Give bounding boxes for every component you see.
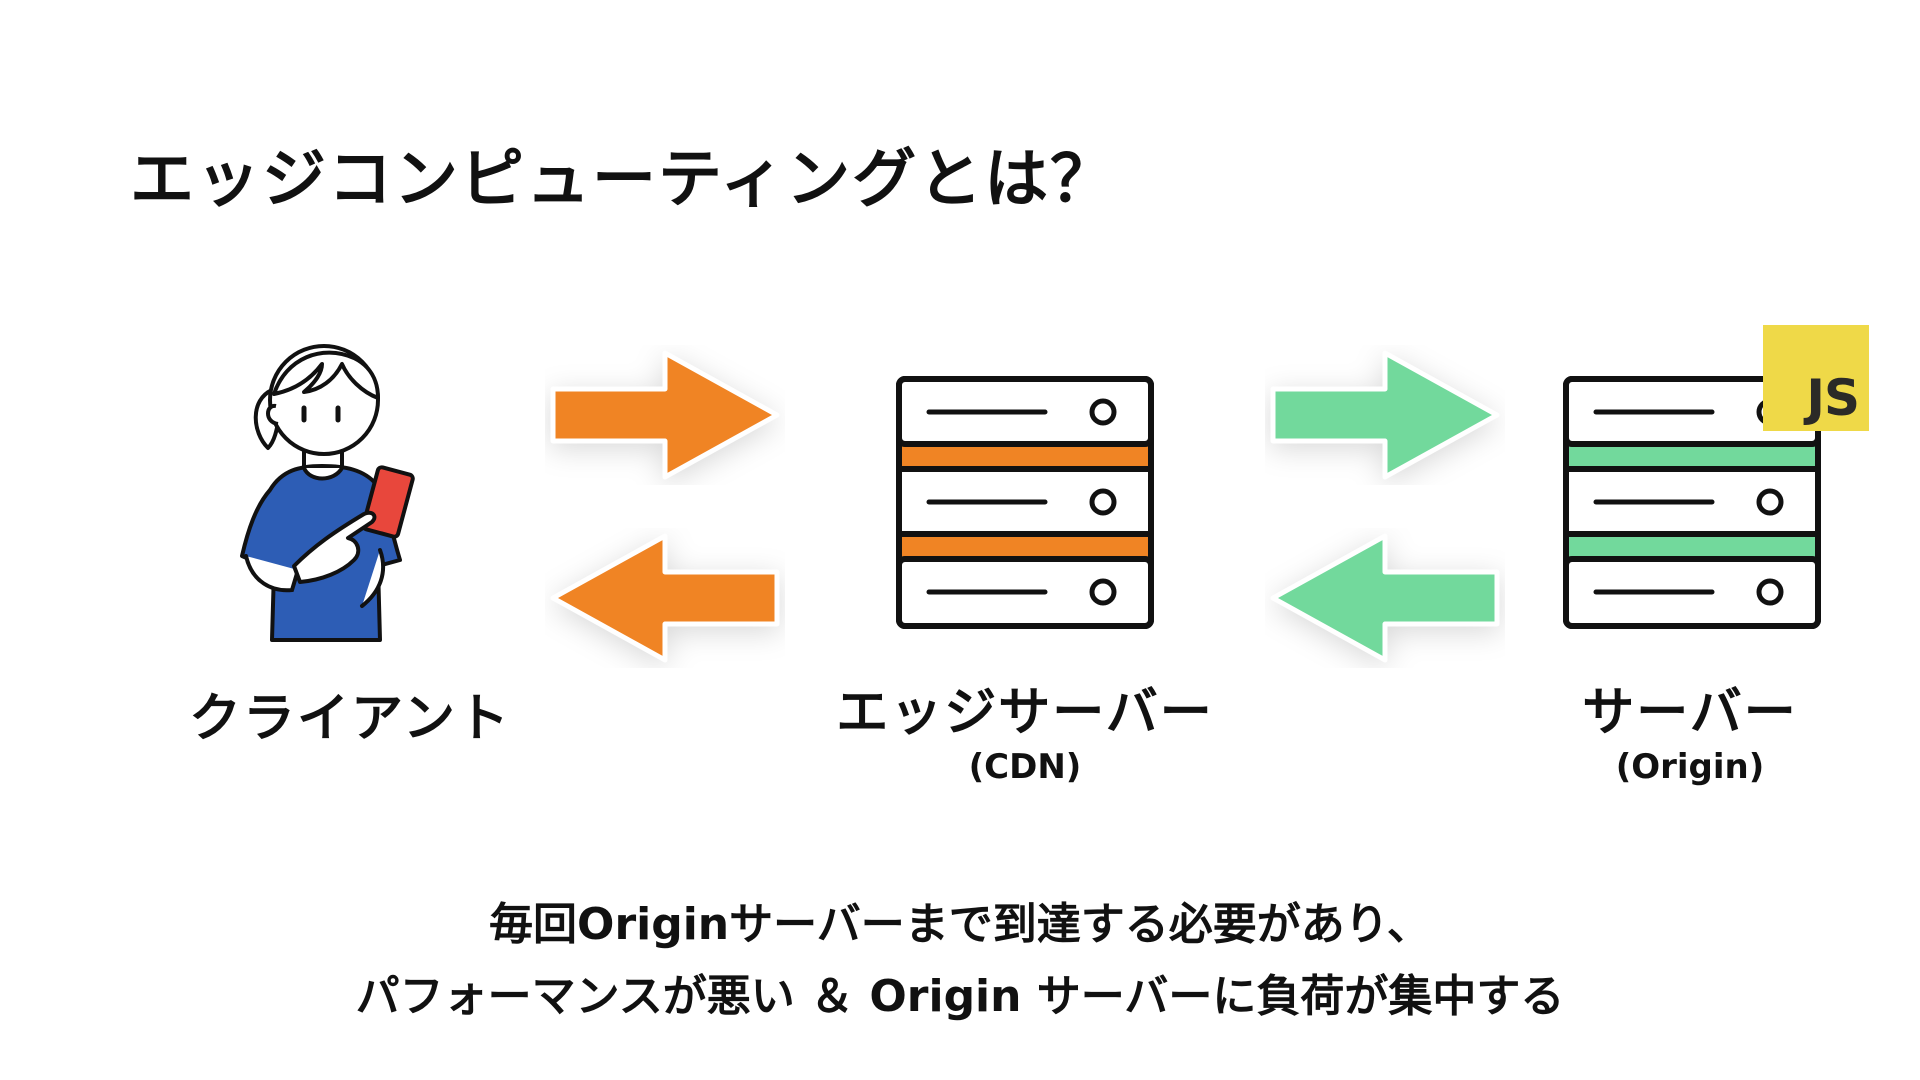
arrow-left-icon [1270, 533, 1500, 663]
arrow-right-icon [1270, 350, 1500, 480]
client-label: クライアント [189, 689, 511, 749]
edge-server-icon [896, 376, 1154, 629]
arrow-left-icon [550, 533, 780, 663]
caption-line-1: 毎回Originサーバーまで到達する必要があり、 [489, 899, 1431, 950]
client-person-icon [240, 344, 415, 642]
origin-server-icon [1563, 376, 1821, 629]
edge-sublabel: (CDN) [968, 747, 1082, 787]
origin-sublabel: (Origin) [1615, 747, 1765, 787]
arrow-right-icon [550, 350, 780, 480]
js-badge-text: JS [1806, 369, 1860, 427]
edge-label: エッジサーバー [836, 683, 1214, 743]
origin-label: サーバー [1582, 683, 1798, 743]
caption-line-2: パフォーマンスが悪い ＆ Origin サーバーに負荷が集中する [355, 971, 1565, 1022]
page-title: エッジコンピューティングとは？ [130, 143, 1117, 217]
javascript-logo-icon: JS [1763, 325, 1869, 431]
